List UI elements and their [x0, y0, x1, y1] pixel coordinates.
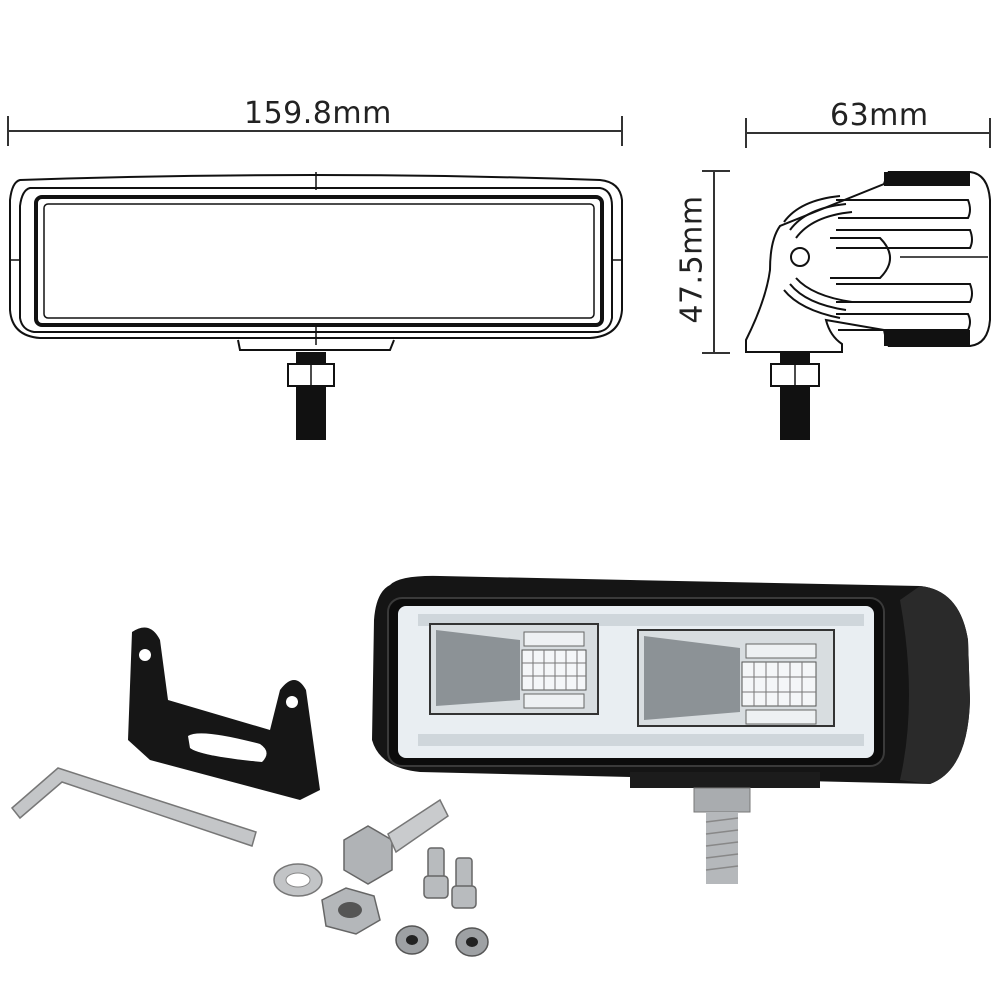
small-screws: [423, 847, 477, 909]
led-work-light: [372, 575, 970, 884]
washer: [273, 863, 323, 897]
side-bolt: [770, 353, 820, 440]
hex-nut: [321, 887, 381, 935]
width-dimension-label: 159.8mm: [244, 96, 392, 131]
mounting-bracket: [128, 627, 320, 800]
front-bolt: [287, 352, 335, 440]
hex-bolt: [343, 798, 449, 885]
depth-dimension-label: 63mm: [830, 98, 929, 133]
front-view-drawing: [7, 116, 991, 440]
lock-nuts: [395, 925, 489, 957]
hex-key: [10, 767, 257, 847]
